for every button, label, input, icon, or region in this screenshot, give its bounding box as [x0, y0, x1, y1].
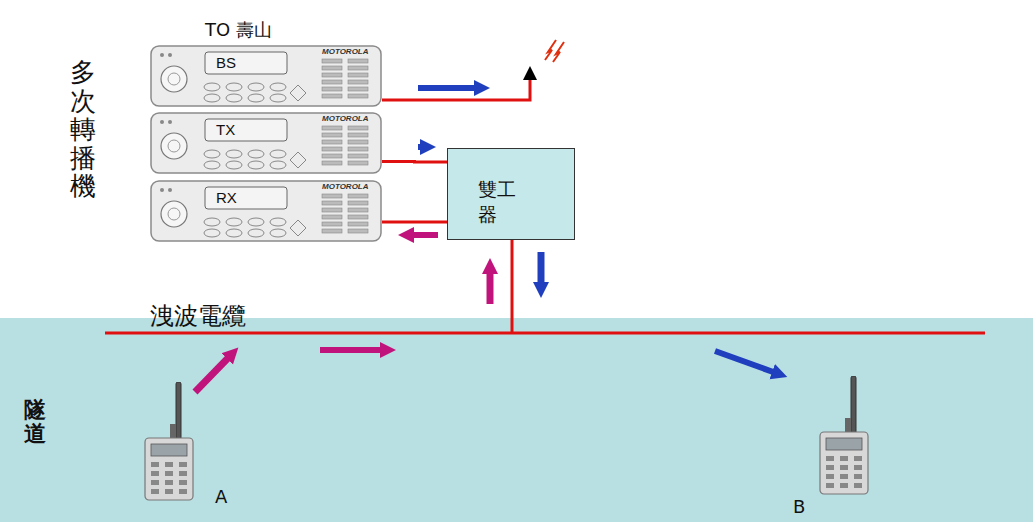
brand-logo: MOTOROLA	[322, 47, 369, 56]
feed-line	[382, 160, 447, 163]
brand-logo: MOTOROLA	[322, 182, 369, 191]
handheld-radio	[820, 376, 868, 494]
region-label: 隧道	[24, 398, 46, 446]
signal-arrow	[715, 351, 776, 373]
equipment-label: 多次轉播機	[70, 58, 96, 201]
signal-arrow	[418, 85, 478, 91]
feed-line	[382, 80, 530, 100]
handheld-radio	[145, 382, 193, 500]
duplexer-box: 雙工器	[447, 148, 575, 240]
unit-name: RX	[216, 189, 237, 207]
radio-label: A	[215, 486, 227, 507]
leaky-cable	[105, 332, 985, 335]
signal-arrow	[195, 356, 230, 392]
feed-line	[511, 240, 514, 333]
box-label: 雙工器	[478, 177, 522, 226]
signal-arrow	[538, 252, 545, 286]
unit-name: BS	[216, 54, 236, 72]
radio-wave	[545, 40, 564, 62]
signal-arrow	[418, 144, 424, 150]
unit-name: TX	[216, 121, 235, 139]
signal-arrow	[410, 232, 438, 238]
antenna	[523, 66, 537, 80]
cable-label: 洩波電纜	[150, 300, 246, 332]
radio-label: B	[793, 496, 805, 517]
destination-label: TO 壽山	[205, 18, 272, 42]
feed-line	[382, 220, 447, 223]
signal-arrow	[487, 270, 494, 304]
brand-logo: MOTOROLA	[322, 114, 369, 123]
signal-arrow	[320, 347, 384, 353]
